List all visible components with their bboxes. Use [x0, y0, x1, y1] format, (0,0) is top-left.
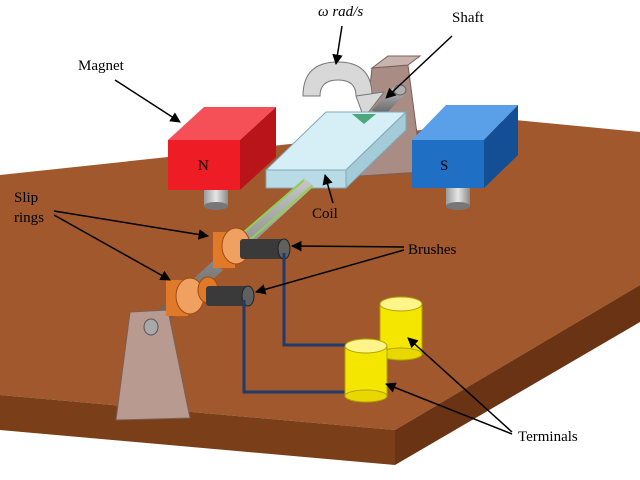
slip-arrow-1	[53, 210, 210, 240]
shaft-label: Shaft	[452, 10, 484, 26]
slip-ring-front	[166, 276, 219, 318]
brush-front	[206, 285, 255, 307]
coil-arrow	[322, 173, 334, 204]
south-magnet: S	[412, 105, 518, 210]
slip-ring-rear	[212, 227, 251, 270]
brushes-label: Brushes	[408, 242, 456, 258]
slip-label-line1: Slip	[14, 190, 38, 206]
brush-rear	[240, 238, 291, 260]
front-bearing-stand	[115, 309, 191, 421]
omega-label: ω rad/s	[318, 4, 363, 20]
slip-arrow-2	[53, 214, 171, 281]
brush-arrow-1	[290, 240, 405, 252]
annotation-arrows	[53, 25, 513, 435]
terminals-label: Terminals	[518, 429, 578, 445]
terminal-arrow-1	[407, 337, 513, 433]
terminal-front	[344, 338, 388, 403]
magnet-label: Magnet	[78, 58, 125, 74]
base-front-edge	[0, 395, 395, 465]
magnet-arrow	[114, 79, 181, 123]
wire-front	[242, 300, 354, 394]
terminal-arrow-2	[385, 382, 513, 435]
shaft-arrow	[385, 35, 453, 99]
south-pole-label: S	[440, 158, 448, 174]
north-magnet: N	[168, 107, 276, 210]
north-pole-label: N	[198, 158, 209, 174]
brush-arrow-2	[254, 249, 405, 295]
base-side-edge	[395, 285, 640, 465]
coil-label: Coil	[312, 206, 338, 222]
omega-arrow	[332, 25, 343, 66]
slip-label-line2: rings	[14, 210, 44, 226]
